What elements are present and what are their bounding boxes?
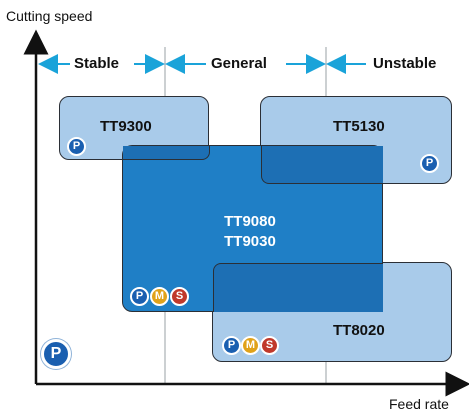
badge-s-icon: S (170, 287, 189, 306)
grade-tt8020: TT8020 (333, 322, 385, 339)
badge-s-icon: S (260, 336, 279, 355)
y-axis-label: Cutting speed (6, 8, 93, 24)
badge-p-icon: P (130, 287, 149, 306)
grade-tt9300: TT9300 (100, 118, 152, 135)
grade-tt5130: TT5130 (333, 118, 385, 135)
zone-unstable-label: Unstable (373, 55, 437, 72)
grade-tt9030: TT9030 (224, 233, 276, 250)
zone-general-label: General (211, 55, 267, 72)
badge-m-icon: M (150, 287, 169, 306)
badge-p-icon: P (222, 336, 241, 355)
x-axis-label: Feed rate (389, 396, 449, 412)
badge-p-icon: P (420, 154, 439, 173)
region-tt5130 (260, 96, 452, 184)
badge-p-icon: P (67, 137, 86, 156)
zone-stable-label: Stable (74, 55, 120, 72)
overlap-tt5130 (261, 146, 383, 184)
badge-m-icon: M (241, 336, 260, 355)
overlap-tt8020 (213, 263, 383, 312)
legend-p-icon: P (41, 339, 71, 369)
overlap-tt9300 (123, 146, 210, 160)
grade-tt9080: TT9080 (224, 213, 276, 230)
